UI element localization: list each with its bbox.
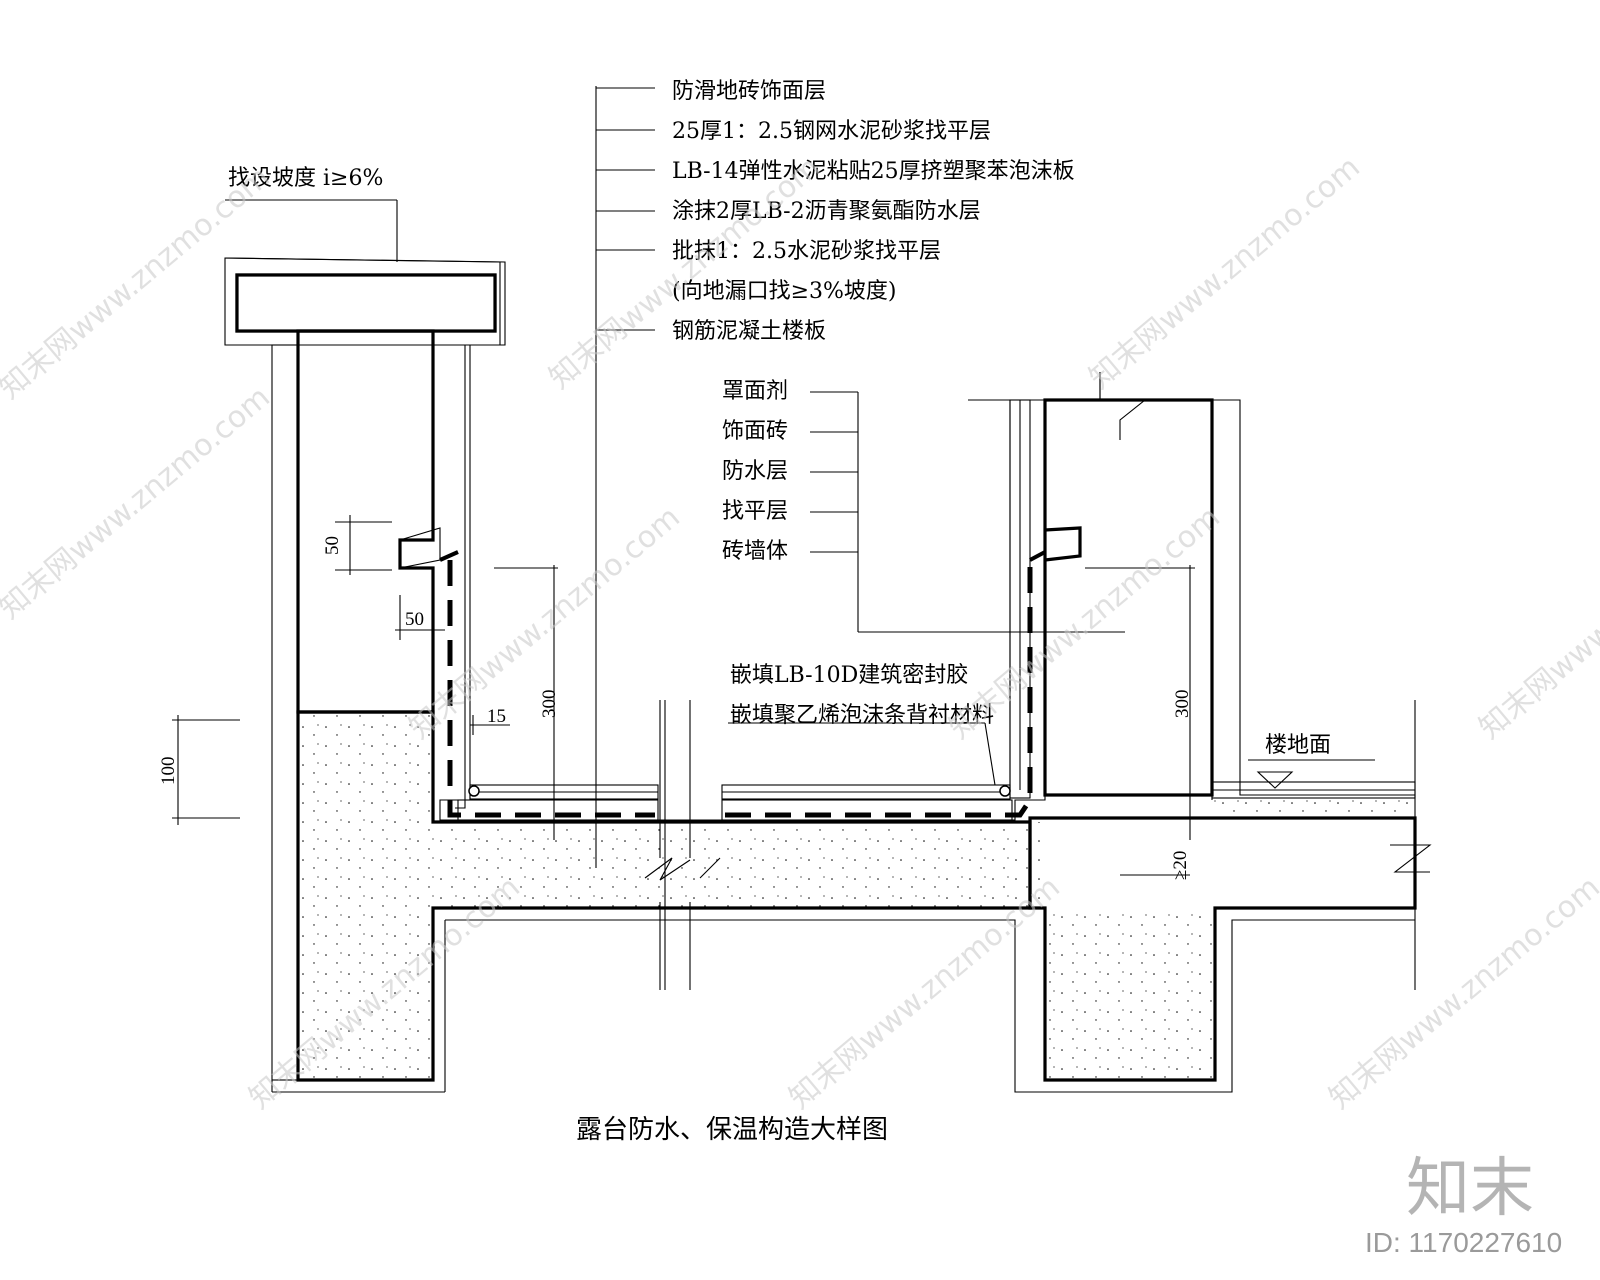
wall-label-3: 防水层 [722, 459, 788, 484]
floor-layers [439, 372, 1416, 821]
layer-labels: 防滑地砖饰面层 25厚1：2.5钢网水泥砂浆找平层 LB-14弹性水泥粘贴25厚… [672, 79, 1075, 344]
asset-id: ID: 1170227610 [1365, 1227, 1562, 1258]
coping-plaster [224, 257, 506, 346]
backer-rod-label: 嵌填聚乙烯泡沫条背衬材料 [730, 703, 994, 728]
watermark: 知末网www.znzmo.com [543, 150, 827, 396]
watermark: 知末网www.znzmo.com [1083, 150, 1367, 396]
slab-structure [298, 700, 1432, 1082]
wall-label-5: 砖墙体 [722, 539, 788, 564]
sealant-label: 嵌填LB-10D建筑密封胶 [730, 663, 968, 688]
dim-300-right: 300 [1172, 690, 1193, 719]
floor-level-label: 楼地面 [1265, 733, 1331, 758]
dim-min-20: ≥20 [1170, 851, 1191, 880]
coping-slope-label: 找设坡度 i≥6% [228, 166, 383, 191]
layer-label-3: LB-14弹性水泥粘贴25厚挤塑聚苯泡沫板 [672, 159, 1075, 184]
watermark: 知末网www.znzmo.com [0, 380, 277, 626]
layer-label-1: 防滑地砖饰面层 [672, 79, 826, 104]
wall-label-1: 罩面剂 [722, 379, 788, 404]
layer-label-6: (向地漏口找≥3%坡度) [672, 279, 897, 304]
layer-label-4: 涂抹2厚LB-2沥青聚氨酯防水层 [672, 199, 981, 224]
dim-15: 15 [487, 706, 506, 727]
watermark: 知末网www.znzmo.com [1473, 500, 1600, 746]
layer-label-7: 钢筋泥凝土楼板 [672, 319, 826, 344]
watermark: 知末网www.znzmo.com [0, 160, 277, 406]
drawing-title: 露台防水、保温构造大样图 [576, 1115, 888, 1145]
wall-label-2: 饰面砖 [722, 419, 788, 444]
dim-300-left: 300 [539, 690, 560, 719]
left-tile-strip [271, 344, 299, 1081]
layer-label-2: 25厚1：2.5钢网水泥砂浆找平层 [672, 119, 991, 144]
leaders [225, 86, 1125, 868]
dim-100: 100 [158, 757, 179, 786]
wall-labels: 罩面剂 饰面砖 防水层 找平层 砖墙体 [722, 379, 788, 564]
dimensions [172, 515, 1375, 876]
layer-label-5: 批抹1：2.5水泥砂浆找平层 [672, 239, 941, 264]
wall-label-4: 找平层 [722, 499, 788, 524]
brand-logo: 知末 [1406, 1152, 1534, 1226]
dim-50-horizontal: 50 [405, 609, 424, 630]
dim-50-vertical: 50 [322, 536, 343, 555]
